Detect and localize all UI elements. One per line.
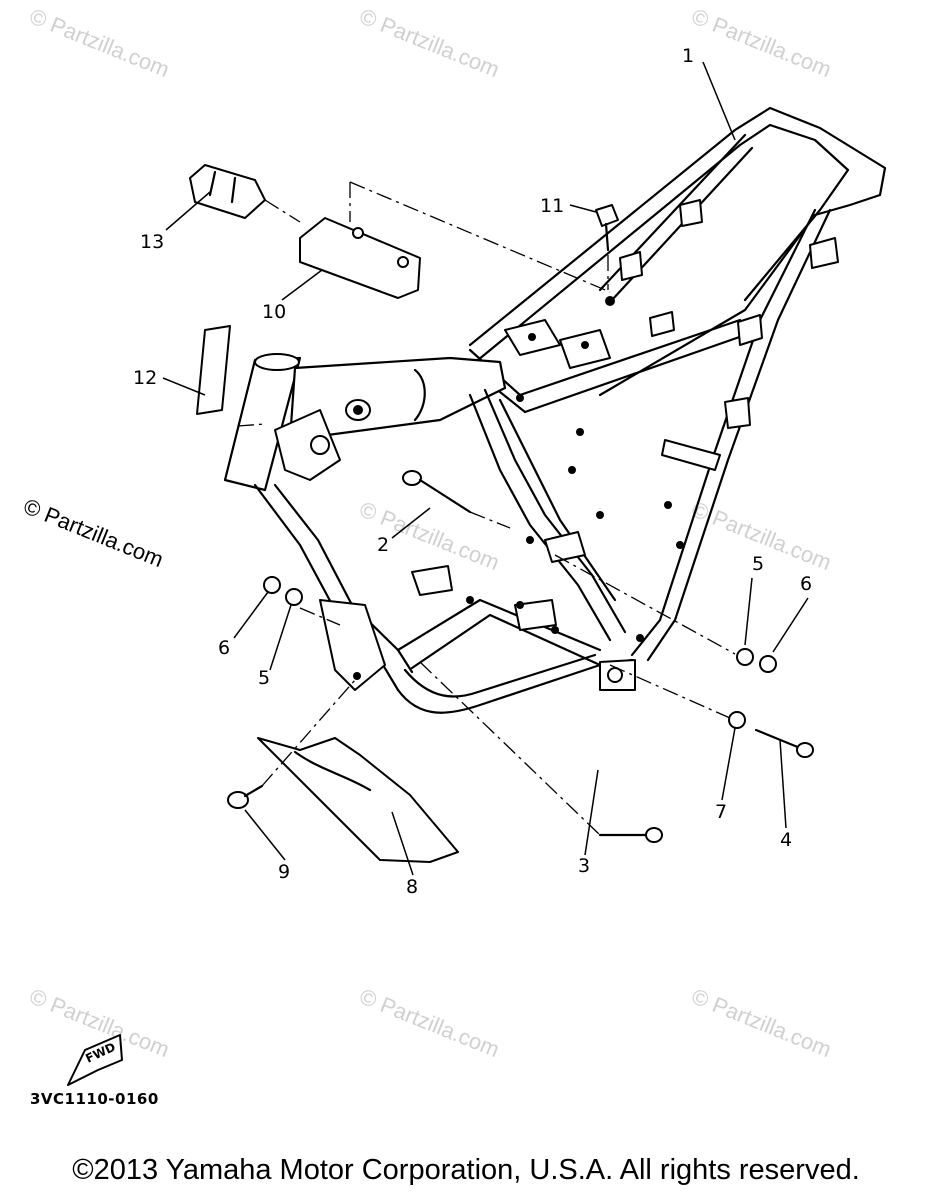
watermark: © Partzilla.com [26,3,173,82]
callout-11: 11 [540,195,564,217]
callout-6: 6 [218,637,230,659]
callout-5-right: 5 [752,553,764,575]
part-10-cover [299,217,421,299]
watermark: © Partzilla.com [688,983,835,1062]
washers-and-nuts [263,576,777,729]
callout-8: 8 [406,876,418,898]
part-8-skid-plate [257,737,459,863]
leader-lines [162,61,809,876]
part-12-emblem [196,325,231,415]
callout-10: 10 [262,301,286,323]
fwd-arrow-icon: FWD [67,1034,123,1086]
frame-assembly [223,106,887,714]
callout-2: 2 [377,534,389,556]
part-2-bolt [402,470,472,514]
watermark: © Partzilla.com [356,3,503,82]
callout-1: 1 [682,45,694,67]
callout-12: 12 [133,367,157,389]
callout-5: 5 [258,667,270,689]
watermark: © Partzilla.com [688,3,835,82]
part-4-bolt [754,728,814,758]
callout-3: 3 [578,855,590,877]
watermarks: © Partzilla.com © Partzilla.com © Partzi… [20,3,835,1062]
watermark-left: © Partzilla.com [20,493,167,572]
part-9-bolt [227,784,264,809]
part-13-cover [189,164,266,219]
watermark: © Partzilla.com [356,983,503,1062]
part-3-bolt [598,827,663,843]
copyright: ©2013 Yamaha Motor Corporation, U.S.A. A… [72,1154,860,1186]
callout-9: 9 [278,861,290,883]
part-code: 3VC1110-0160 [30,1090,159,1108]
callouts: 1 2 3 4 5 6 7 8 9 10 11 12 13 5 6 [133,45,812,898]
guide-lines [237,181,736,836]
callout-13: 13 [140,231,164,253]
callout-6-right: 6 [800,573,812,595]
part-11-bolt [595,204,619,252]
callout-4: 4 [780,829,792,851]
callout-7: 7 [715,801,727,823]
